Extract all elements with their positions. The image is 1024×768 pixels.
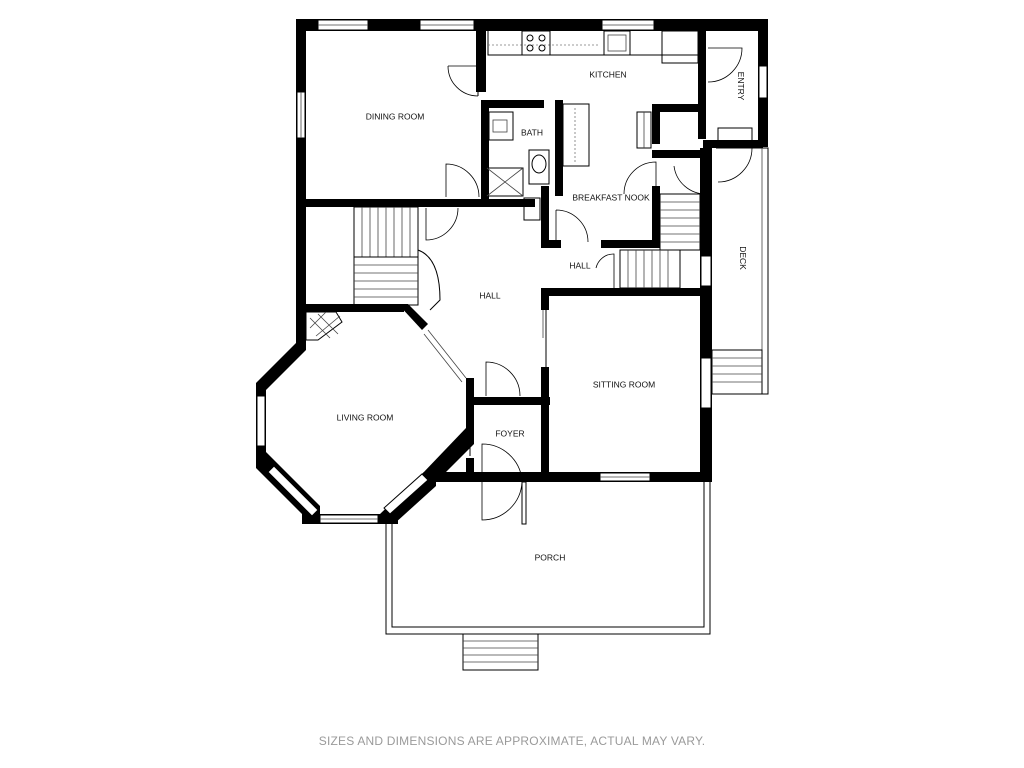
- interior-walls: [306, 31, 706, 480]
- deck-steps: [711, 349, 763, 395]
- bath-fixtures: [486, 111, 550, 221]
- room-label-foyer: FOYER: [495, 428, 524, 438]
- stairs: [305, 193, 701, 341]
- porch-steps: [462, 633, 539, 671]
- doors: [423, 47, 753, 525]
- porch-outline: [385, 482, 711, 635]
- room-label-breakfast-nook: BREAKFAST NOOK: [572, 192, 650, 202]
- kitchen-fixtures: [487, 30, 699, 167]
- exterior-walls: [256, 19, 768, 524]
- room-label-hall-upper: HALL: [569, 260, 591, 270]
- room-label-bath: BATH: [521, 127, 543, 137]
- room-label-dining-room: DINING ROOM: [366, 111, 425, 121]
- room-label-sitting-room: SITTING ROOM: [593, 379, 655, 389]
- room-label-deck: DECK: [738, 246, 748, 270]
- disclaimer-text: SIZES AND DIMENSIONS ARE APPROXIMATE, AC…: [319, 734, 705, 748]
- windows: [256, 19, 768, 524]
- room-label-living-room: LIVING ROOM: [337, 412, 394, 422]
- room-label-kitchen: KITCHEN: [589, 69, 626, 79]
- room-label-hall-main: HALL: [479, 290, 501, 300]
- room-label-porch: PORCH: [535, 552, 566, 562]
- room-label-entry: ENTRY: [736, 72, 746, 101]
- deck-outline: [712, 147, 769, 395]
